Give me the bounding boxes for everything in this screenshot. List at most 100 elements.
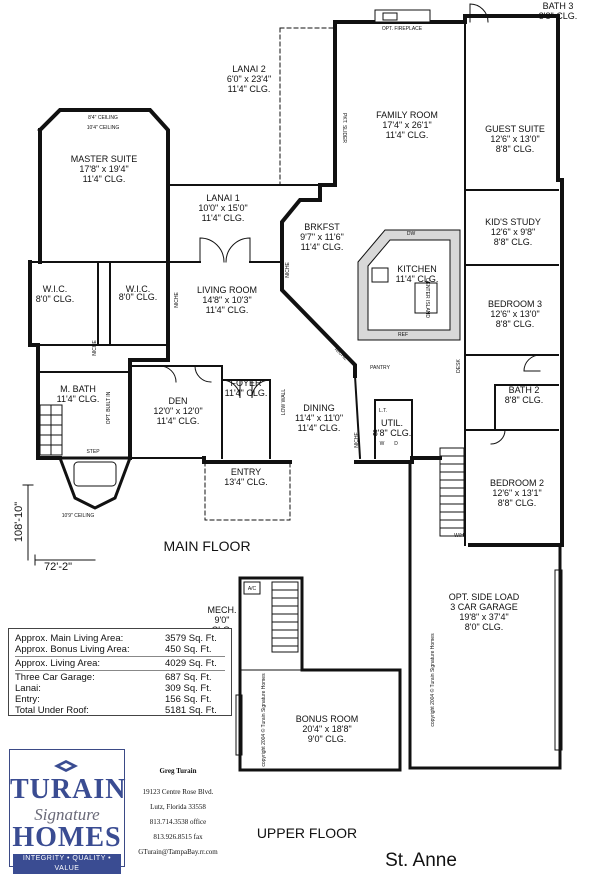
- mech-name: MECH.: [208, 605, 237, 615]
- area-label: Three Car Garage:: [15, 672, 95, 683]
- study-name: KID'S STUDY: [485, 217, 541, 227]
- living-name: LIVING ROOM: [197, 285, 257, 295]
- area-table: Approx. Main Living Area:3579 Sq. Ft. Ap…: [8, 628, 232, 716]
- niche-label-2: NICHE: [174, 292, 180, 308]
- foyer-clg: 11'4" CLG.: [225, 388, 268, 398]
- wh-label: W/H: [454, 533, 464, 539]
- copyright-garage: copyright 2004 © Turain Signature Homes: [429, 633, 436, 727]
- family-size: 17'4" x 26'1": [382, 120, 431, 130]
- guest-clg: 8'8" CLG.: [496, 144, 534, 154]
- garage-name: OPT. SIDE LOAD: [449, 592, 520, 602]
- dining-clg: 11'4" CLG.: [298, 423, 341, 433]
- doors: [159, 3, 541, 445]
- area-row: Approx. Main Living Area:3579 Sq. Ft.: [15, 633, 225, 644]
- dryer-label: D: [394, 441, 398, 447]
- mech-size: 9'0": [215, 615, 230, 625]
- area-label: Entry:: [15, 694, 40, 705]
- area-value: 5181 Sq. Ft.: [165, 705, 217, 716]
- contact-address-1: 19123 Centre Rose Blvd.: [142, 788, 214, 796]
- ac-label: A/C: [248, 586, 257, 592]
- lanai1-size: 10'0" x 15'0": [198, 203, 247, 213]
- logo-line-3: HOMES: [12, 822, 122, 853]
- dining-name: DINING: [303, 403, 335, 413]
- ref-label: REF: [398, 332, 408, 338]
- area-label: Approx. Main Living Area:: [15, 633, 124, 644]
- guest-name: GUEST SUITE: [485, 124, 545, 134]
- bath3-clg: 8'8" CLG.: [539, 11, 577, 21]
- wic2-name: W.I.C.: [126, 284, 151, 294]
- bath2-name: BATH 2: [509, 385, 540, 395]
- contact-email[interactable]: GTurain@TampaBay.rr.com: [138, 848, 218, 856]
- main-floor-title: MAIN FLOOR: [163, 538, 250, 554]
- contact-info: Greg Turain 19123 Centre Rose Blvd. Lutz…: [128, 764, 228, 860]
- stairs-upper: [235, 581, 299, 756]
- wic1-name: W.I.C.: [43, 284, 68, 294]
- living-clg: 11'4" CLG.: [206, 305, 249, 315]
- garage-walls: [408, 460, 562, 770]
- study-size: 12'6" x 9'8": [491, 227, 535, 237]
- garage-clg: 8'0" CLG.: [465, 622, 503, 632]
- plan-name: St. Anne: [385, 850, 457, 871]
- area-divider: [15, 656, 225, 657]
- upper-floor-title: UPPER FLOOR: [257, 825, 357, 841]
- area-row: Approx. Living Area:4029 Sq. Ft.: [15, 658, 225, 669]
- master-clg: 11'4" CLG.: [83, 174, 126, 184]
- bath3-name: BATH 3: [543, 1, 574, 11]
- niche-label-1: NICHE: [285, 262, 291, 278]
- bonus-clg: 9'0" CLG.: [308, 734, 346, 744]
- master-name: MASTER SUITE: [71, 154, 138, 164]
- garage-size: 19'8" x 37'4": [459, 612, 508, 622]
- logo-line-1: TURAIN: [10, 774, 127, 805]
- brkfst-name: BRKFST: [304, 222, 340, 232]
- family-clg: 11'4" CLG.: [386, 130, 429, 140]
- mbath-name: M. BATH: [60, 384, 96, 394]
- opt-built-in-label: OPT. BUILT IN: [106, 391, 112, 424]
- dining-size: 11'4" x 11'0": [295, 413, 343, 423]
- fireplace-label: OPT. FIREPLACE: [382, 26, 423, 32]
- area-label: Total Under Roof:: [15, 705, 89, 716]
- study-clg: 8'8" CLG.: [494, 237, 532, 247]
- area-label: Approx. Bonus Living Area:: [15, 644, 130, 655]
- master-tub-bay: [57, 456, 133, 510]
- util-clg: 8'8" CLG.: [373, 428, 411, 438]
- brkfst-size: 9'7" x 11'6": [300, 232, 344, 242]
- ceiling-109-label: 10'9" CEILING: [62, 513, 95, 519]
- step-label: STEP: [86, 449, 100, 455]
- diamond-icon: [54, 760, 78, 772]
- upper-floor-walls: [238, 576, 402, 772]
- pantry-label: PANTRY: [370, 365, 390, 371]
- bonus-size: 20'4" x 18'8": [302, 724, 351, 734]
- bed3-size: 12'6" x 13'0": [490, 309, 539, 319]
- guest-size: 12'6" x 13'0": [490, 134, 539, 144]
- area-value: 450 Sq. Ft.: [165, 644, 212, 655]
- kitchen-name: KITCHEN: [397, 264, 437, 274]
- contact-address-2: Lutz, Florida 33558: [150, 803, 206, 811]
- entry-name: ENTRY: [231, 467, 261, 477]
- interior-walls: [29, 21, 559, 546]
- dimension-lines: [22, 484, 96, 566]
- area-value: 156 Sq. Ft.: [165, 694, 212, 705]
- master-size: 17'8" x 19'4": [79, 164, 128, 174]
- contact-name: Greg Turain: [159, 767, 197, 775]
- niche-label-4: NICHE: [354, 432, 360, 448]
- area-label: Approx. Living Area:: [15, 658, 101, 669]
- foyer-name: FOYER: [230, 378, 262, 388]
- area-divider: [15, 670, 225, 671]
- bed2-size: 12'6" x 13'1": [492, 488, 541, 498]
- mbath-clg: 11'4" CLG.: [57, 394, 100, 404]
- kitchen-counters: [357, 229, 461, 341]
- stairs-main: [439, 447, 465, 537]
- bed2-clg: 8'8" CLG.: [498, 498, 536, 508]
- ceiling-104-label: 10'4" CEILING: [87, 125, 120, 131]
- lanai2-clg: 11'4" CLG.: [228, 84, 271, 94]
- bed3-name: BEDROOM 3: [488, 299, 542, 309]
- niche-label-3: NICHE: [92, 340, 98, 356]
- copyright-bonus: copyright 2004 © Turain Signature Homes: [260, 673, 267, 767]
- garage-door: [554, 569, 563, 751]
- center-island-label: CENTER ISLAND: [424, 278, 430, 318]
- den-clg: 11'4" CLG.: [157, 416, 200, 426]
- bed2-name: BEDROOM 2: [490, 478, 544, 488]
- den-size: 12'0" x 12'0": [153, 406, 202, 416]
- family-name: FAMILY ROOM: [376, 110, 438, 120]
